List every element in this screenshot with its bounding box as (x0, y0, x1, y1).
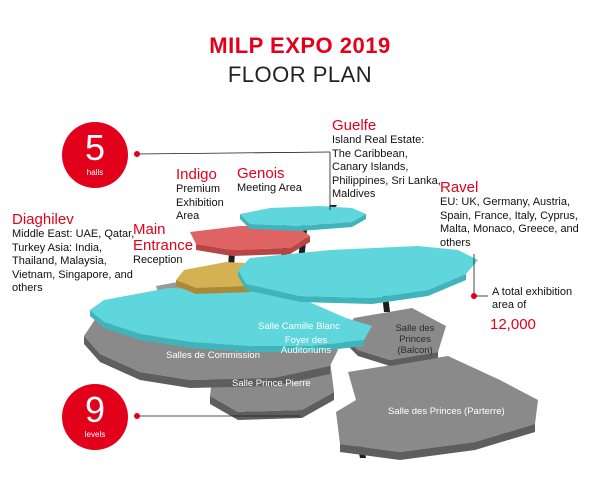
hall-guelfe-description: Island Real Estate: The Caribbean, Canar… (332, 134, 441, 200)
room-salles-de-commission: Salles de Commission (166, 350, 260, 361)
room-foyer-des-auditoriums: Foyer des Auditoriums (280, 335, 332, 356)
room-salle-des-princes-balcon: Salle des Princes (Balcon) (395, 323, 435, 356)
level-guelfe (240, 206, 366, 231)
hall-main-entrance: Main Entrance Reception (133, 222, 195, 268)
page-subtitle: FLOOR PLAN (227, 62, 373, 87)
room-salle-des-princes-parterre: Salle des Princes (Parterre) (388, 406, 505, 417)
area-caption: A total exhibition area of (492, 286, 573, 311)
page-title: MILP EXPO 2019 (209, 33, 391, 58)
level-balcon (342, 308, 446, 366)
hall-genois: Genois Meeting Area (237, 166, 317, 196)
hall-ravel-name: Ravel (440, 179, 479, 196)
halls-count-label: halls (86, 168, 104, 177)
leader-lines (137, 151, 488, 417)
level-indigo (190, 226, 310, 256)
hall-ravel-description: EU: UK, Germany, Austria, Spain, France,… (440, 196, 579, 249)
level-ravel (238, 246, 478, 304)
hall-genois-name: Genois (237, 165, 285, 182)
hall-diaghilev-name: Diaghilev (12, 211, 74, 228)
hall-indigo-description: Premium Exhibition Area (176, 183, 224, 222)
hall-diaghilev-description: Middle East: UAE, Qatar, Turkey Asia: In… (12, 228, 135, 294)
area-leader-dot (471, 293, 477, 299)
level-camille-blanc (90, 288, 372, 352)
hall-diaghilev: Diaghilev Middle East: UAE, Qatar, Turke… (12, 212, 136, 296)
room-salle-prince-pierre: Salle Prince Pierre (232, 378, 311, 389)
halls-count: 5 (84, 127, 106, 168)
levels-count-badge: 9 levels (62, 384, 128, 450)
levels-count-label: levels (84, 430, 106, 439)
levels-leader-dot (134, 413, 140, 419)
hall-main-entrance-name: Main Entrance (133, 221, 194, 254)
hall-guelfe: Guelfe Island Real Estate: The Caribbean… (332, 118, 442, 202)
hall-indigo-name: Indigo (176, 166, 217, 183)
hall-main-entrance-description: Reception (133, 254, 183, 266)
levels-count: 9 (84, 389, 106, 430)
hall-guelfe-name: Guelfe (332, 117, 377, 134)
halls-count-badge: 5 halls (62, 122, 128, 188)
halls-leader-dot (134, 151, 140, 157)
hall-genois-description: Meeting Area (237, 182, 302, 194)
level-parterre (336, 356, 538, 460)
hall-indigo: Indigo Premium Exhibition Area (176, 167, 238, 224)
room-salle-camille-blanc: Salle Camille Blanc (258, 321, 340, 332)
area-value: 12,000 (490, 316, 536, 333)
hall-ravel: Ravel EU: UK, Germany, Austria, Spain, F… (440, 180, 582, 250)
